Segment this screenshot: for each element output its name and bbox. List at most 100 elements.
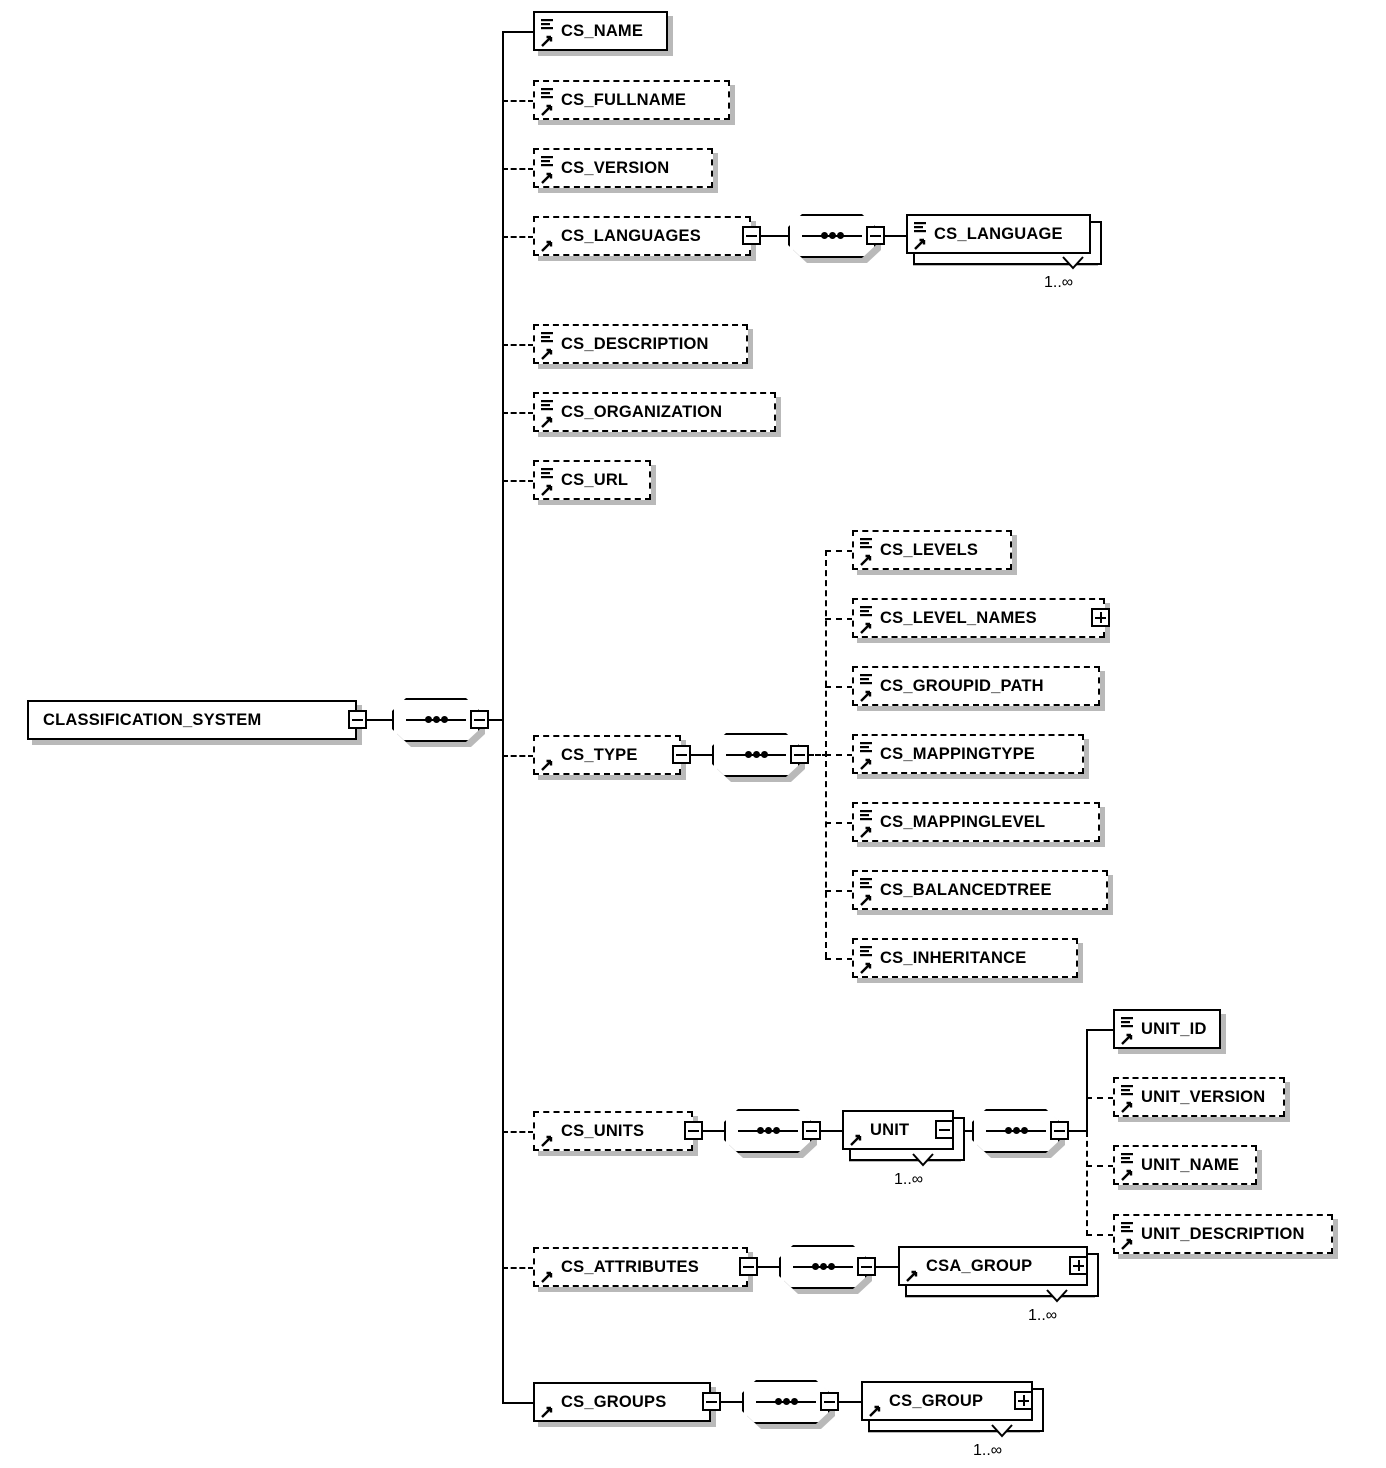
cs-languages-to-sequence-line (760, 235, 788, 237)
unit-branch-vertical-solid (1086, 1029, 1088, 1131)
cs-type-collapse-toggle[interactable] (672, 745, 691, 764)
element-cs-name[interactable]: CS_NAME (533, 11, 668, 51)
cs-groups-sequence-to-child-line (838, 1401, 862, 1403)
unit-sequence-compositor[interactable] (972, 1109, 1065, 1158)
cs-units-sequence-toggle[interactable] (802, 1121, 821, 1140)
element-unit-name[interactable]: UNIT_NAME (1113, 1145, 1257, 1185)
cs-level-names-expand-toggle[interactable] (1091, 608, 1110, 627)
cs-attributes-collapse-toggle[interactable] (739, 1257, 758, 1276)
cs-group-expand-toggle[interactable] (1014, 1391, 1033, 1410)
connector-unit-description (1086, 1234, 1114, 1236)
cs-groups-sequence-compositor[interactable] (742, 1380, 835, 1429)
cs-language-repeat-chevron (1062, 256, 1084, 270)
element-label: UNIT_DESCRIPTION (1141, 1224, 1305, 1243)
connector-cs-version (502, 168, 534, 170)
root-to-sequence-line (352, 719, 392, 721)
element-cs-url[interactable]: CS_URL (533, 460, 651, 500)
connector-unit-version (1086, 1097, 1114, 1099)
element-cs-fullname[interactable]: CS_FULLNAME (533, 80, 730, 120)
unit-branch-vertical-dashed (1086, 1131, 1088, 1236)
cs-languages-sequence-toggle[interactable] (866, 226, 885, 245)
element-label: UNIT (870, 1120, 910, 1139)
element-label: CS_BALANCEDTREE (880, 880, 1052, 899)
element-cs-mappinglevel[interactable]: CS_MAPPINGLEVEL (852, 802, 1100, 842)
sequence-to-trunk-line (480, 719, 504, 721)
element-label: CS_MAPPINGTYPE (880, 744, 1035, 763)
element-cs-mappingtype[interactable]: CS_MAPPINGTYPE (852, 734, 1084, 774)
element-cs-level-names[interactable]: CS_LEVEL_NAMES (852, 598, 1105, 638)
element-label: CS_FULLNAME (561, 90, 687, 109)
element-label: UNIT_ID (1141, 1019, 1207, 1038)
cs-language-occurrence: 1..∞ (1044, 274, 1074, 291)
element-cs-balancedtree[interactable]: CS_BALANCEDTREE (852, 870, 1108, 910)
unit-collapse-toggle[interactable] (935, 1120, 954, 1139)
element-cs-groupid-path[interactable]: CS_GROUPID_PATH (852, 666, 1100, 706)
connector-cs-levels (825, 550, 853, 552)
cs-languages-sequence-compositor[interactable] (788, 214, 881, 263)
root-collapse-toggle[interactable] (348, 710, 367, 729)
connector-cs-name (502, 31, 534, 33)
connector-cs-type (502, 755, 534, 757)
element-label: UNIT_NAME (1141, 1155, 1240, 1174)
connector-cs-description (502, 344, 534, 346)
element-cs-type[interactable]: CS_TYPE (533, 735, 681, 775)
cs-groups-sequence-toggle[interactable] (820, 1392, 839, 1411)
element-label: CS_GROUPS (561, 1392, 667, 1411)
connector-cs-units (502, 1131, 534, 1133)
unit-sequence-toggle[interactable] (1050, 1121, 1069, 1140)
element-label: CS_INHERITANCE (880, 948, 1027, 967)
cs-units-sequence-to-unit-line (820, 1130, 842, 1132)
element-cs-languages[interactable]: CS_LANGUAGES (533, 216, 751, 256)
unit-repeat-chevron (912, 1153, 934, 1167)
cs-type-sequence-toggle[interactable] (790, 745, 809, 764)
root-label: CLASSIFICATION_SYSTEM (43, 710, 262, 729)
element-cs-attributes[interactable]: CS_ATTRIBUTES (533, 1247, 748, 1287)
element-unit-version[interactable]: UNIT_VERSION (1113, 1077, 1285, 1117)
trunk-vertical-line (502, 32, 504, 1404)
unit-occurrence: 1..∞ (894, 1171, 924, 1188)
root-sequence-toggle[interactable] (470, 710, 489, 729)
cs-group-repeat-chevron (991, 1424, 1013, 1438)
cs-languages-sequence-to-child-line (884, 235, 908, 237)
element-label: CS_VERSION (561, 158, 670, 177)
element-unit-id[interactable]: UNIT_ID (1113, 1009, 1221, 1049)
connector-cs-languages (502, 236, 534, 238)
element-cs-group[interactable]: CS_GROUP (861, 1381, 1033, 1421)
cs-attributes-sequence-to-child-line (875, 1266, 899, 1268)
csa-group-occurrence: 1..∞ (1028, 1307, 1058, 1324)
cs-units-to-sequence-line (702, 1130, 724, 1132)
element-cs-levels[interactable]: CS_LEVELS (852, 530, 1012, 570)
connector-cs-inheritance (825, 958, 853, 960)
cs-attributes-to-sequence-line (757, 1266, 779, 1268)
element-csa-group[interactable]: CSA_GROUP (898, 1246, 1088, 1286)
element-label: CS_MAPPINGLEVEL (880, 812, 1046, 831)
cs-attributes-sequence-compositor[interactable] (779, 1245, 872, 1294)
element-cs-groups[interactable]: CS_GROUPS (533, 1382, 711, 1422)
element-label: CS_GROUP (889, 1391, 984, 1410)
element-label: CS_UNITS (561, 1121, 645, 1140)
cs-groups-collapse-toggle[interactable] (702, 1392, 721, 1411)
element-cs-organization[interactable]: CS_ORGANIZATION (533, 392, 776, 432)
connector-cs-balancedtree (825, 890, 853, 892)
connector-cs-groupid-path (825, 686, 853, 688)
cs-units-collapse-toggle[interactable] (684, 1121, 703, 1140)
element-cs-units[interactable]: CS_UNITS (533, 1111, 693, 1151)
cs-type-sequence-compositor[interactable] (712, 733, 805, 782)
element-label: CS_URL (561, 470, 629, 489)
element-label: CSA_GROUP (926, 1256, 1033, 1275)
element-label: CS_LANGUAGES (561, 226, 701, 245)
element-label: CS_TYPE (561, 745, 638, 764)
csa-group-expand-toggle[interactable] (1069, 1256, 1088, 1275)
element-cs-description[interactable]: CS_DESCRIPTION (533, 324, 748, 364)
cs-units-sequence-compositor[interactable] (724, 1109, 817, 1158)
element-unit-description[interactable]: UNIT_DESCRIPTION (1113, 1214, 1333, 1254)
root-element-classification-system[interactable]: CLASSIFICATION_SYSTEM (27, 700, 357, 740)
root-sequence-compositor[interactable] (392, 698, 485, 747)
cs-attributes-sequence-toggle[interactable] (857, 1257, 876, 1276)
cs-languages-collapse-toggle[interactable] (742, 226, 761, 245)
element-cs-version[interactable]: CS_VERSION (533, 148, 713, 188)
element-cs-language[interactable]: CS_LANGUAGE (906, 214, 1091, 254)
connector-unit-id (1086, 1029, 1114, 1031)
element-label: CS_LANGUAGE (934, 224, 1063, 243)
element-cs-inheritance[interactable]: CS_INHERITANCE (852, 938, 1078, 978)
